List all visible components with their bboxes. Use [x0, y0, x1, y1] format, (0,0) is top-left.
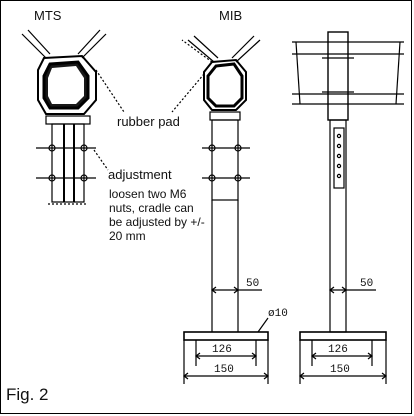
- dim-150-mib: 150: [214, 364, 234, 376]
- mts-leaders: [93, 69, 125, 171]
- figure-caption: Fig. 2: [6, 385, 49, 404]
- side-view-stand: [292, 31, 404, 346]
- mts-cradle: [21, 29, 107, 205]
- label-adjustment-note: loosen two M6 nuts, cradle can be adjust…: [109, 187, 205, 243]
- label-mib: MIB: [219, 8, 243, 23]
- dim-126-mib: 126: [212, 344, 232, 356]
- dim-150-side: 150: [330, 364, 350, 376]
- dim-50-mib: 50: [246, 278, 259, 290]
- label-mts: MTS: [34, 8, 62, 23]
- mib-stand: [183, 35, 269, 346]
- mib-dimensions: [183, 286, 269, 384]
- label-adjustment: adjustment: [108, 167, 172, 182]
- dim-hole-diameter: ø10: [268, 308, 288, 320]
- label-rubber-pad: rubber pad: [117, 114, 180, 129]
- dim-50-side: 50: [360, 278, 373, 290]
- mib-leaders: [171, 39, 213, 113]
- side-dimensions: [299, 286, 387, 384]
- dim-126-side: 126: [328, 344, 348, 356]
